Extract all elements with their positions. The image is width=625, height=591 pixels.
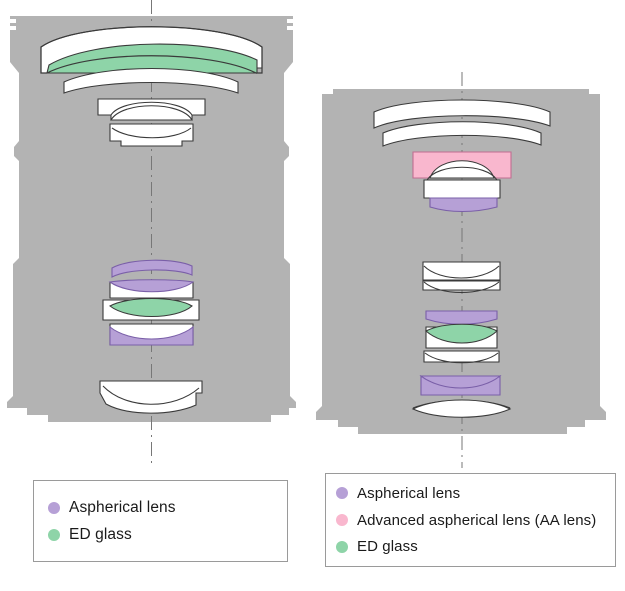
- right-element-9-ed-glass: [425, 323, 498, 349]
- legend-item-label: Aspherical lens: [69, 498, 176, 516]
- left-element-5-aspherical: [111, 259, 193, 278]
- ed-glass-swatch-icon: [336, 540, 348, 553]
- left-legend: Aspherical lens ED glass: [33, 480, 288, 562]
- legend-item-label: Aspherical lens: [357, 484, 461, 502]
- right-element-2: [382, 121, 542, 147]
- left-element-2: [63, 67, 239, 94]
- legend-item: Aspherical lens: [336, 480, 615, 507]
- right-element-11-aspherical: [419, 374, 502, 396]
- left-element-9: [99, 380, 203, 414]
- right-element-8-aspherical: [425, 310, 498, 325]
- right-element-3-advanced-aspherical: [412, 151, 512, 179]
- right-legend: Aspherical lens Advanced aspherical lens…: [325, 473, 616, 567]
- right-element-5-aspherical: [429, 197, 498, 212]
- right-element-12: [411, 399, 512, 418]
- legend-item-label: ED glass: [69, 525, 132, 543]
- legend-item: ED glass: [48, 521, 287, 548]
- legend-item: Aspherical lens: [48, 494, 287, 521]
- right-element-7: [422, 280, 501, 294]
- left-element-3: [97, 98, 206, 121]
- right-element-10: [423, 350, 500, 364]
- right-element-1: [373, 99, 551, 129]
- left-element-8-aspherical: [109, 323, 194, 346]
- legend-item-label: ED glass: [357, 538, 418, 556]
- right-element-6: [422, 261, 501, 281]
- left-element-4: [109, 123, 194, 147]
- legend-item: Advanced aspherical lens (AA lens): [336, 507, 615, 534]
- right-lens-diagram: [316, 72, 606, 468]
- left-element-6-aspherical: [108, 279, 195, 299]
- legend-item: ED glass: [336, 533, 615, 560]
- left-element-1-ed-glass: [40, 26, 263, 74]
- advanced-aspherical-lens-swatch-icon: [336, 514, 348, 526]
- left-lens-diagram: [7, 0, 296, 466]
- aspherical-lens-swatch-icon: [336, 487, 348, 500]
- left-element-7-ed-glass: [102, 297, 200, 321]
- legend-item-label: Advanced aspherical lens (AA lens): [357, 511, 597, 529]
- aspherical-lens-swatch-icon: [48, 501, 60, 514]
- ed-glass-swatch-icon: [48, 528, 60, 541]
- right-element-4: [423, 166, 501, 199]
